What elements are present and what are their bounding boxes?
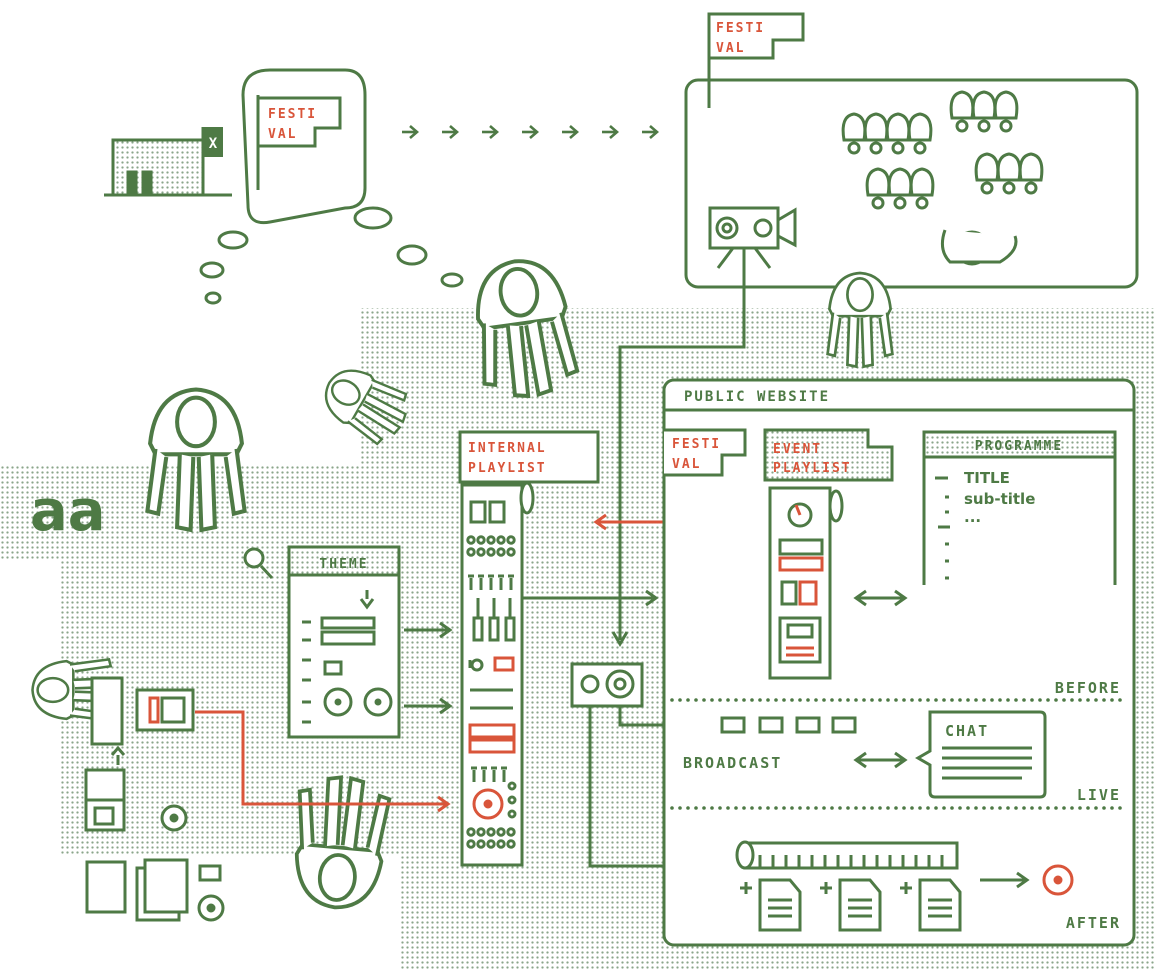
festival-flag-top-line2: VAL [716,41,745,56]
building-icon [104,127,232,197]
event-to-programme-arrow [853,589,908,607]
event-playlist-line2: PLAYLIST [773,461,852,476]
festival-flag-top-line1: FESTI [716,21,765,36]
programme-panel [922,430,1117,585]
travel-arrow [442,125,459,139]
theme-panel [287,545,401,739]
video-camera-icon [708,206,797,269]
programme-subtitle: sub-title [964,490,1035,508]
event-playlist-device [768,486,844,680]
building-sign: X [209,136,218,152]
travel-arrow [562,125,579,139]
knob [466,839,476,849]
festival-flag-bubble-line2: VAL [268,127,297,142]
broadcast-label: BROADCAST [683,754,782,772]
programme-ellipsis: ... [964,508,981,526]
person-topdown [476,259,580,399]
audience-cluster [865,167,935,210]
knob [476,535,486,545]
travel-arrow [522,125,539,139]
audience-cluster [974,152,1044,195]
knob [506,839,516,849]
chat-bubble [915,710,1047,799]
theme-label: THEME [319,557,368,572]
theme-to-playlist-arrows [404,621,453,715]
knob [476,827,486,837]
knob [496,839,506,849]
audience-icons [841,90,1044,266]
knob [496,827,506,837]
document-icon [740,878,802,932]
section-dividers [670,698,1122,810]
festival-flag-bubble-line1: FESTI [268,107,317,122]
event-playlist-label-box [763,428,894,482]
knob [496,547,506,557]
knob [486,547,496,557]
festival-flag-site-line2: VAL [672,457,701,472]
person-topdown [294,775,392,910]
internal-playlist-line1: INTERNAL [468,441,547,456]
festival-flag-site-line1: FESTI [672,437,721,452]
knob [486,827,496,837]
knob [496,535,506,545]
magnifier-icon [243,547,274,580]
knob [486,839,496,849]
travel-arrow [482,125,499,139]
travel-arrows [402,125,659,139]
knob [466,827,476,837]
person-topdown [826,271,894,369]
document-icons [740,878,962,932]
knob [506,547,516,557]
section-after: AFTER [1066,914,1121,932]
typeface-sample: aa [30,479,106,544]
travel-arrow [602,125,619,139]
event-playlist-line1: EVENT [773,442,822,457]
document-icon [820,878,882,932]
programme-header: PROGRAMME [975,439,1063,454]
person-topdown [145,387,247,533]
internal-playlist-device [460,481,535,867]
festival-flag-site [664,428,747,477]
broadcast-chat-arrow [853,751,908,769]
playlist-to-website-arrow [522,589,659,607]
knob [476,839,486,849]
knob [466,547,476,557]
programme-title: TITLE [964,469,1010,487]
knob [486,535,496,545]
broadcast-tiles [720,716,857,734]
internal-playlist-line2: PLAYLIST [468,461,547,476]
knob [506,827,516,837]
travel-arrow [402,125,419,139]
festival-flag-top [707,12,805,108]
knob [507,795,517,805]
desk-to-playlist-red-line [195,710,451,813]
knob [466,535,476,545]
section-before: BEFORE [1055,679,1121,697]
knob [476,547,486,557]
audience-person [940,229,1018,266]
section-live: LIVE [1077,786,1121,804]
person-topdown [324,369,408,446]
film-roll-icon [735,840,959,870]
knob [506,535,516,545]
audience-cluster [949,90,1019,133]
audience-cluster [841,112,933,155]
editing-desk [84,676,225,922]
chat-label: CHAT [945,722,989,740]
broadcast-mixer [570,662,644,708]
travel-arrow [642,125,659,139]
public-website-title: PUBLIC WEBSITE [684,389,830,405]
document-icon [900,878,962,932]
after-record-icon [1042,864,1074,896]
after-arrow [980,871,1030,889]
camera-feed-line [611,268,746,647]
knob [507,809,517,819]
knob [507,781,517,791]
festival-flag-bubble [256,95,342,190]
